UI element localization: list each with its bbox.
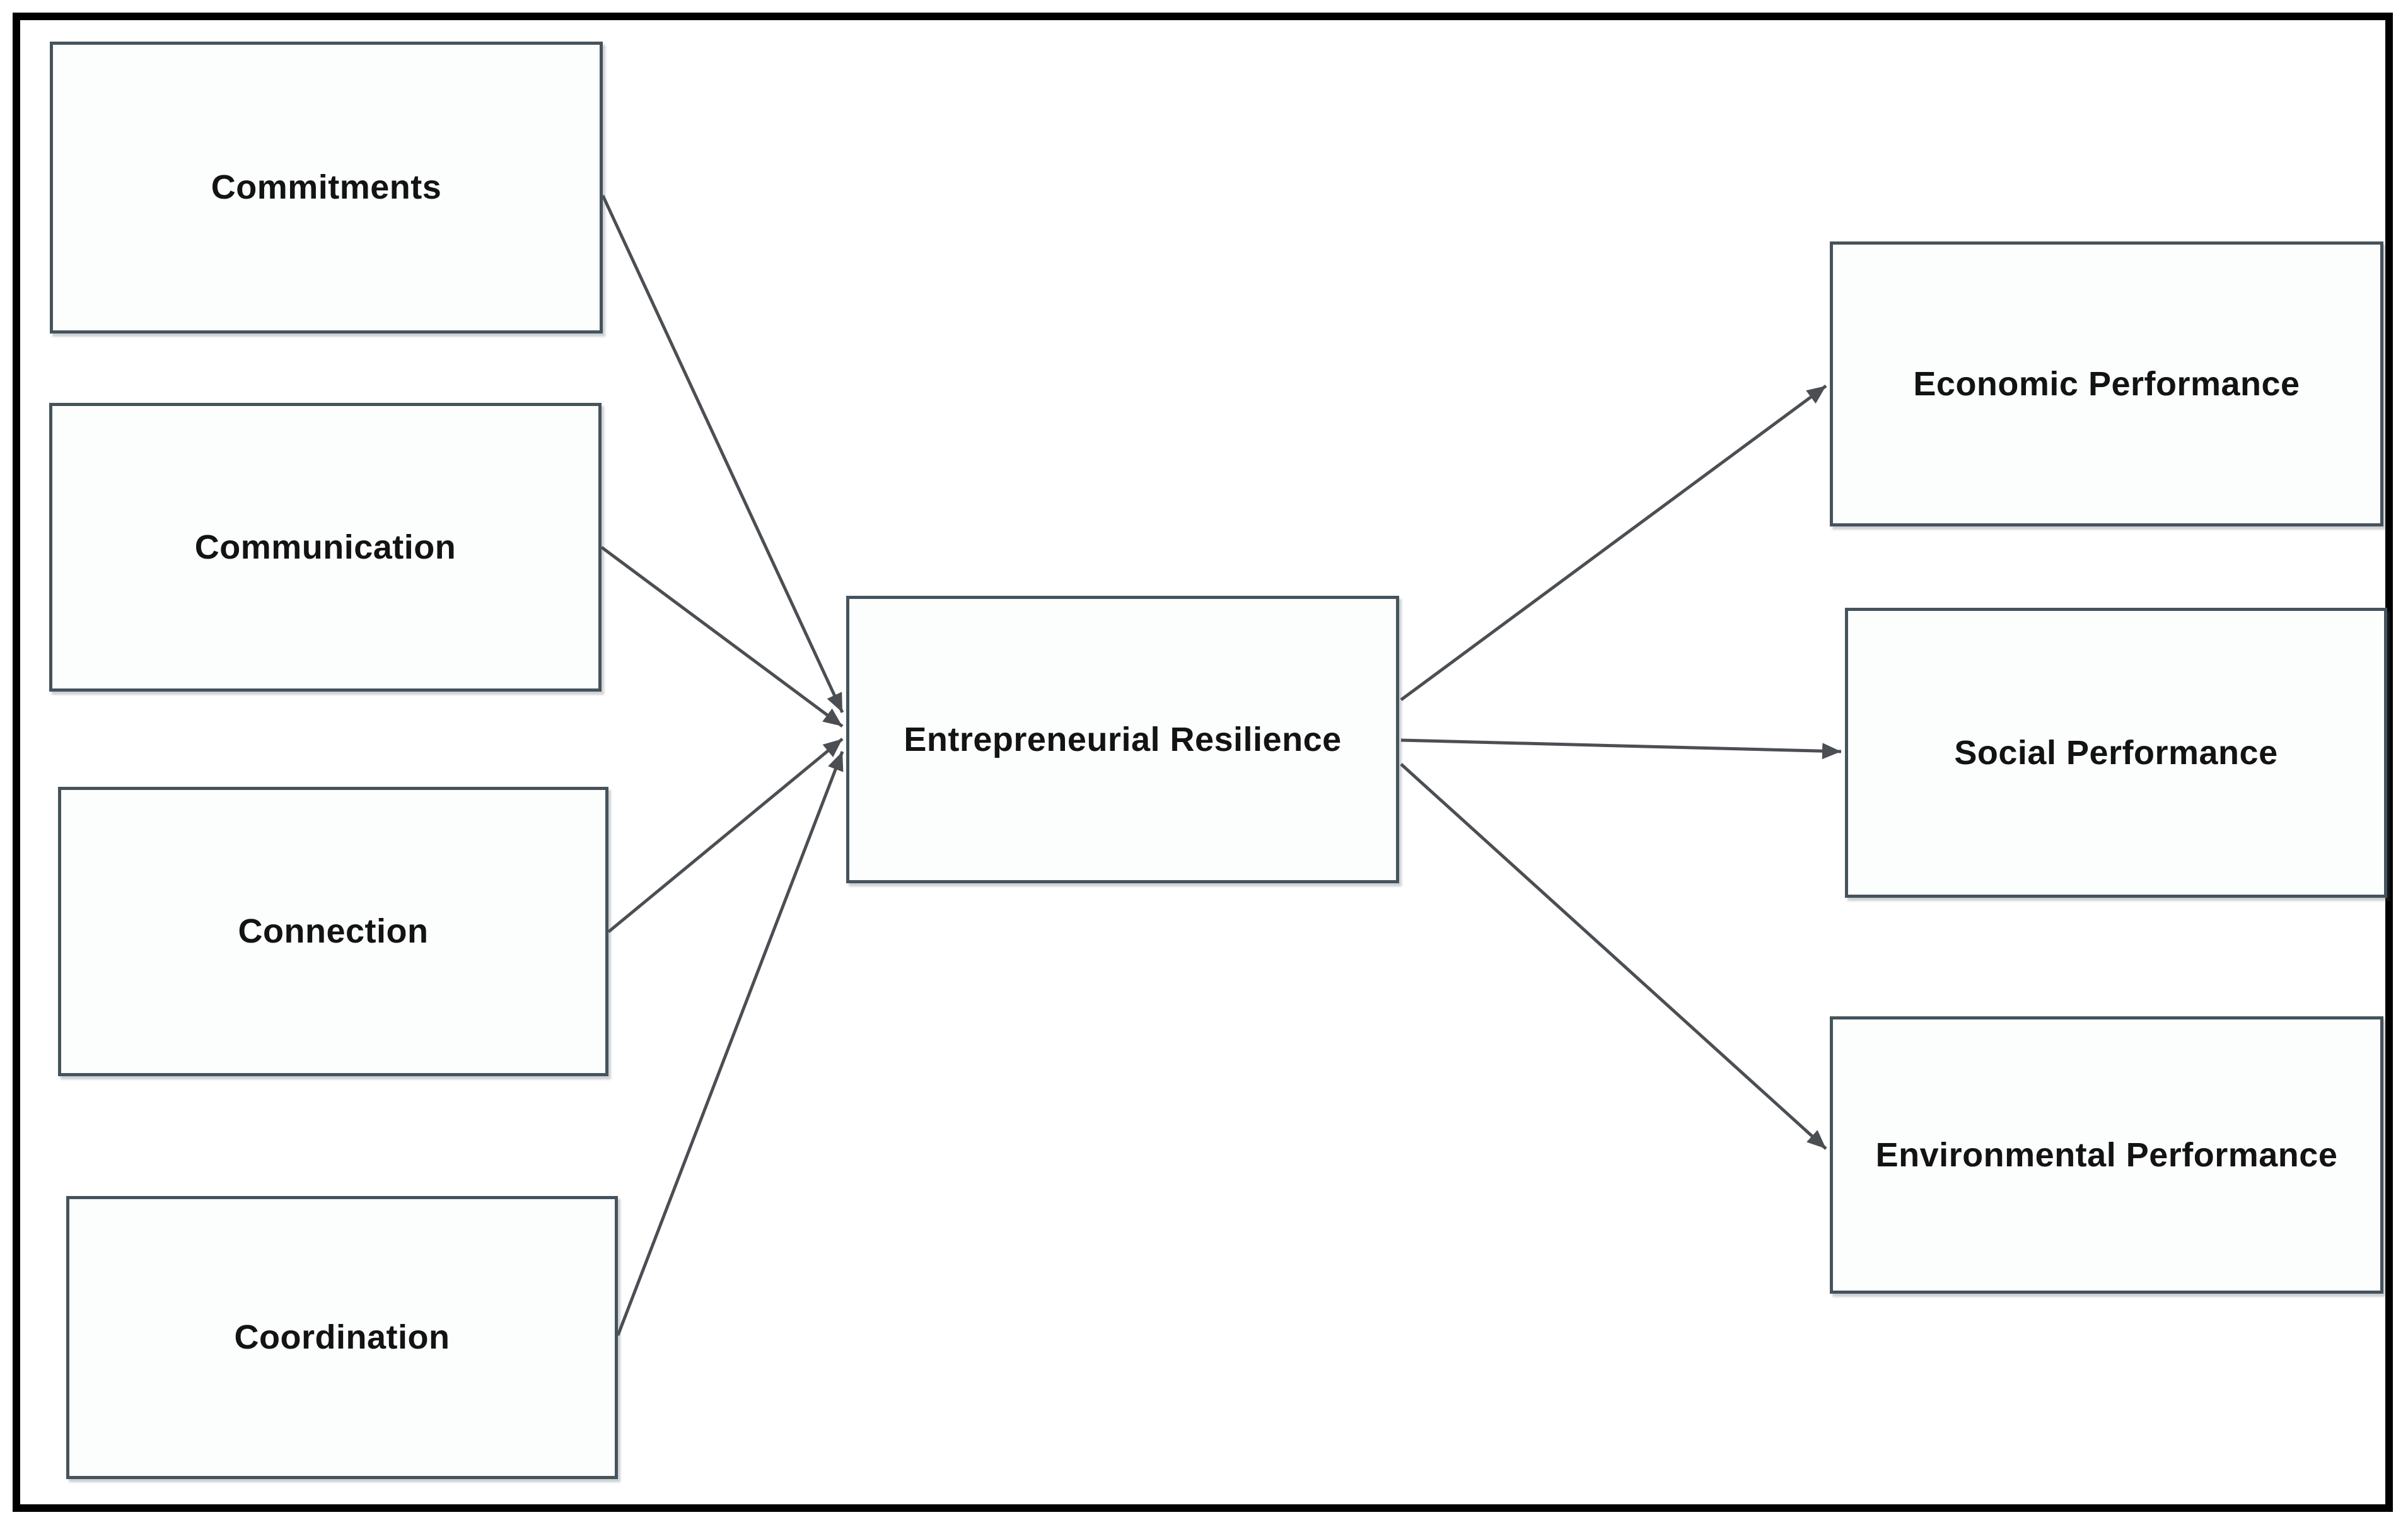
node-environmental-performance: Environmental Performance (1830, 1016, 2383, 1294)
node-environmental-performance-label: Environmental Performance (1875, 1135, 2338, 1174)
edge-connection-to-resilience (607, 738, 844, 933)
node-communication: Communication (49, 403, 602, 692)
edge-resilience-to-social (1400, 738, 1842, 760)
edge-commitments-to-resilience (601, 194, 844, 714)
edge-resilience-to-environmental (1400, 763, 1827, 1150)
node-social-performance: Social Performance (1845, 608, 2387, 898)
node-economic-performance-label: Economic Performance (1913, 364, 2300, 403)
edge-coordination-to-resilience (616, 751, 844, 1336)
node-communication-label: Communication (194, 528, 457, 566)
node-resilience: Entrepreneurial Resilience (846, 596, 1399, 883)
node-commitments: Commitments (50, 42, 603, 334)
node-social-performance-label: Social Performance (1954, 733, 2278, 772)
node-commitments-label: Commitments (211, 168, 442, 207)
edge-communication-to-resilience (600, 545, 844, 728)
node-connection: Connection (58, 787, 608, 1076)
edge-resilience-to-economic (1400, 384, 1827, 702)
node-connection-label: Connection (238, 912, 429, 951)
node-coordination-label: Coordination (234, 1318, 450, 1357)
node-coordination: Coordination (66, 1196, 618, 1479)
node-resilience-label: Entrepreneurial Resilience (904, 720, 1342, 758)
node-economic-performance: Economic Performance (1830, 241, 2383, 526)
outer-border (13, 13, 2393, 1512)
